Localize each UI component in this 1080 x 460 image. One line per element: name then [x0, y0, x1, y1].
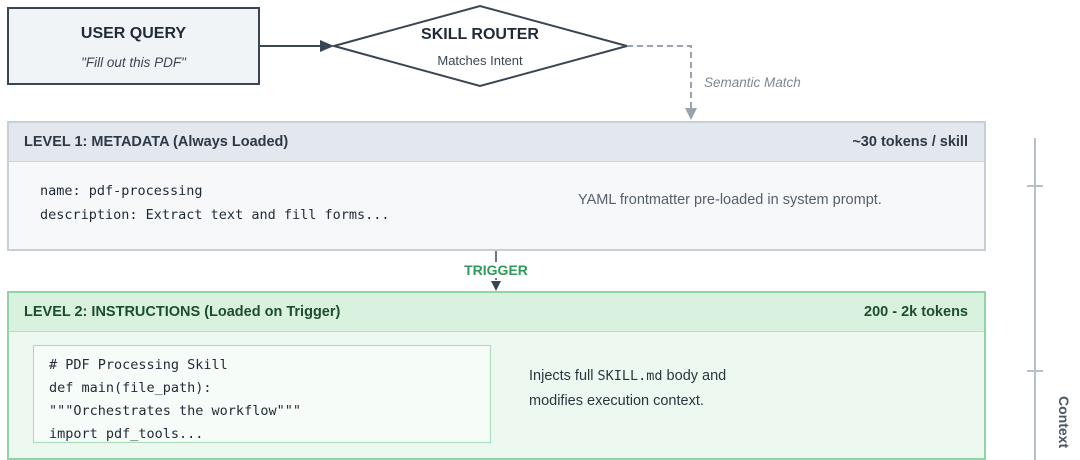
user-query-example: "Fill out this PDF" — [81, 55, 186, 70]
level1-yaml-line: description: Extract text and fill forms… — [40, 207, 390, 223]
semantic-match-connector — [627, 45, 692, 108]
context-side-label: Context — [1054, 396, 1076, 460]
level1-header: LEVEL 1: METADATA (Always Loaded) ~30 to… — [9, 123, 984, 162]
skill-code-box: # PDF Processing Skill def main(file_pat… — [33, 345, 491, 443]
code-line: # PDF Processing Skill — [49, 357, 228, 373]
level1-note: YAML frontmatter pre-loaded in system pr… — [578, 192, 882, 208]
code-line: """Orchestrates the workflow""" — [49, 403, 301, 419]
user-query-title: USER QUERY — [80, 25, 187, 42]
level2-note-suffix: body and — [662, 368, 727, 384]
semantic-match-arrowhead — [685, 108, 697, 120]
level2-token-count: 200 - 2k tokens — [864, 304, 968, 320]
level2-title: LEVEL 2: INSTRUCTIONS (Loaded on Trigger… — [24, 304, 341, 320]
code-line: import pdf_tools... — [49, 426, 204, 442]
level2-instructions-panel: LEVEL 2: INSTRUCTIONS (Loaded on Trigger… — [7, 291, 986, 460]
trigger-arrowhead — [491, 281, 501, 291]
skill-md-filename: SKILL.md — [597, 368, 663, 384]
level2-note-line1: Injects full SKILL.md body and — [529, 368, 726, 384]
level1-token-count: ~30 tokens / skill — [852, 134, 968, 150]
level2-header: LEVEL 2: INSTRUCTIONS (Loaded on Trigger… — [9, 293, 984, 332]
level1-yaml-line: name: pdf-processing — [40, 183, 203, 199]
code-line: def main(file_path): — [49, 380, 212, 396]
level1-title: LEVEL 1: METADATA (Always Loaded) — [24, 134, 289, 150]
level1-metadata-panel: LEVEL 1: METADATA (Always Loaded) ~30 to… — [7, 121, 986, 251]
skill-router-title: SKILL ROUTER — [421, 26, 539, 43]
level2-note-prefix: Injects full — [529, 368, 598, 384]
context-side-label-text: Context — [1056, 396, 1072, 449]
trigger-label: TRIGGER — [446, 262, 546, 278]
semantic-match-label: Semantic Match — [704, 75, 801, 90]
skill-router-diamond — [330, 4, 631, 88]
skill-router-subtitle: Matches Intent — [437, 53, 523, 68]
level2-note-line2: modifies execution context. — [529, 393, 704, 409]
user-query-box: USER QUERY "Fill out this PDF" — [7, 7, 260, 85]
query-to-router-arrowhead — [320, 40, 334, 52]
